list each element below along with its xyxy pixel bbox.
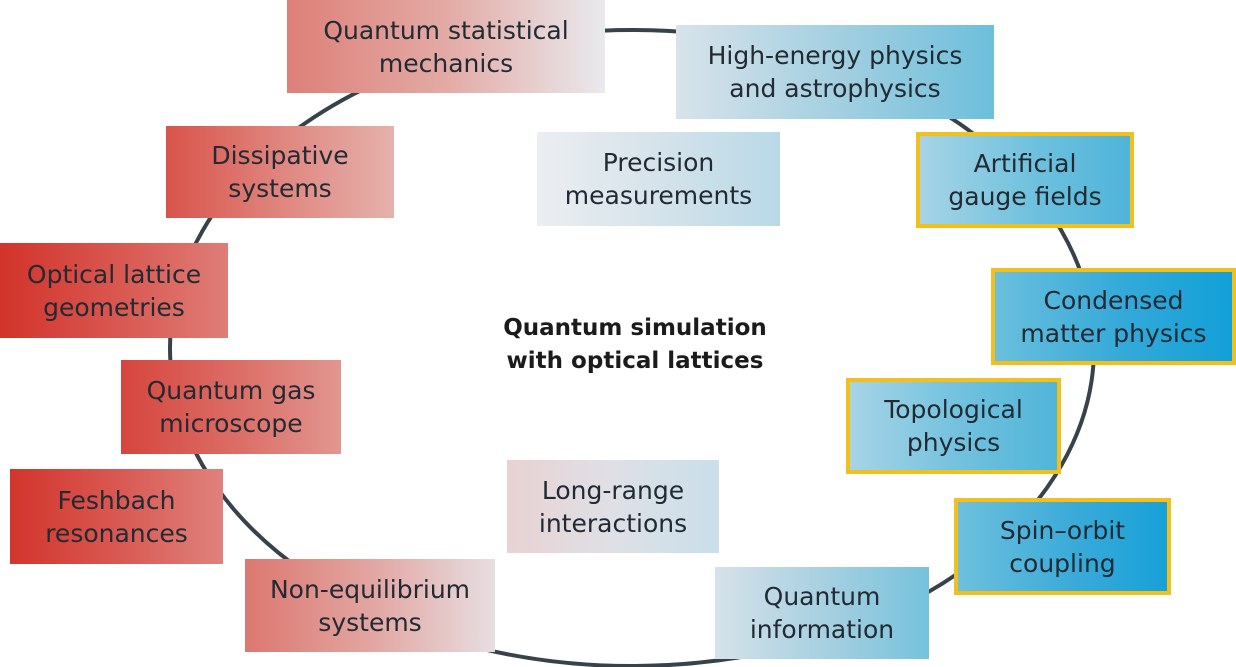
node-label: Long-range interactions xyxy=(538,475,688,538)
node-label: Non-equilibrium systems xyxy=(269,574,471,637)
node-label: Optical lattice geometries xyxy=(26,259,202,322)
center-title: Quantum simulation with optical lattices xyxy=(503,315,767,374)
node-quantum-information: Quantum information xyxy=(715,567,929,659)
node-label: Feshbach resonances xyxy=(45,485,188,548)
node-long-range-interactions: Long-range interactions xyxy=(507,460,719,553)
node-label: Quantum gas microscope xyxy=(146,376,316,438)
node-condensed-matter-physics: Condensed matter physics xyxy=(991,268,1236,365)
node-non-equilibrium-systems: Non-equilibrium systems xyxy=(245,559,495,652)
node-label: Artificial gauge fields xyxy=(948,149,1102,211)
node-artificial-gauge-fields: Artificial gauge fields xyxy=(916,132,1134,228)
node-quantum-statistical-mechanics: Quantum statistical mechanics xyxy=(287,0,605,93)
node-label: Dissipative systems xyxy=(211,141,349,203)
node-label: High-energy physics and astrophysics xyxy=(707,41,963,103)
node-label: Quantum information xyxy=(749,582,895,644)
node-label: Topological physics xyxy=(884,395,1023,457)
node-feshbach-resonances: Feshbach resonances xyxy=(10,469,223,564)
node-topological-physics: Topological physics xyxy=(846,378,1061,474)
node-dissipative-systems: Dissipative systems xyxy=(166,126,394,218)
node-label: Condensed matter physics xyxy=(1020,285,1207,348)
node-quantum-gas-microscope: Quantum gas microscope xyxy=(121,360,341,454)
node-label: Quantum statistical mechanics xyxy=(323,15,569,78)
node-spin-orbit-coupling: Spin–orbit coupling xyxy=(954,498,1171,595)
node-label: Precision measurements xyxy=(564,148,753,210)
node-high-energy-physics: High-energy physics and astrophysics xyxy=(676,25,994,119)
node-precision-measurements: Precision measurements xyxy=(537,132,780,226)
node-label: Spin–orbit coupling xyxy=(999,515,1126,578)
node-optical-lattice-geometries: Optical lattice geometries xyxy=(0,243,228,338)
